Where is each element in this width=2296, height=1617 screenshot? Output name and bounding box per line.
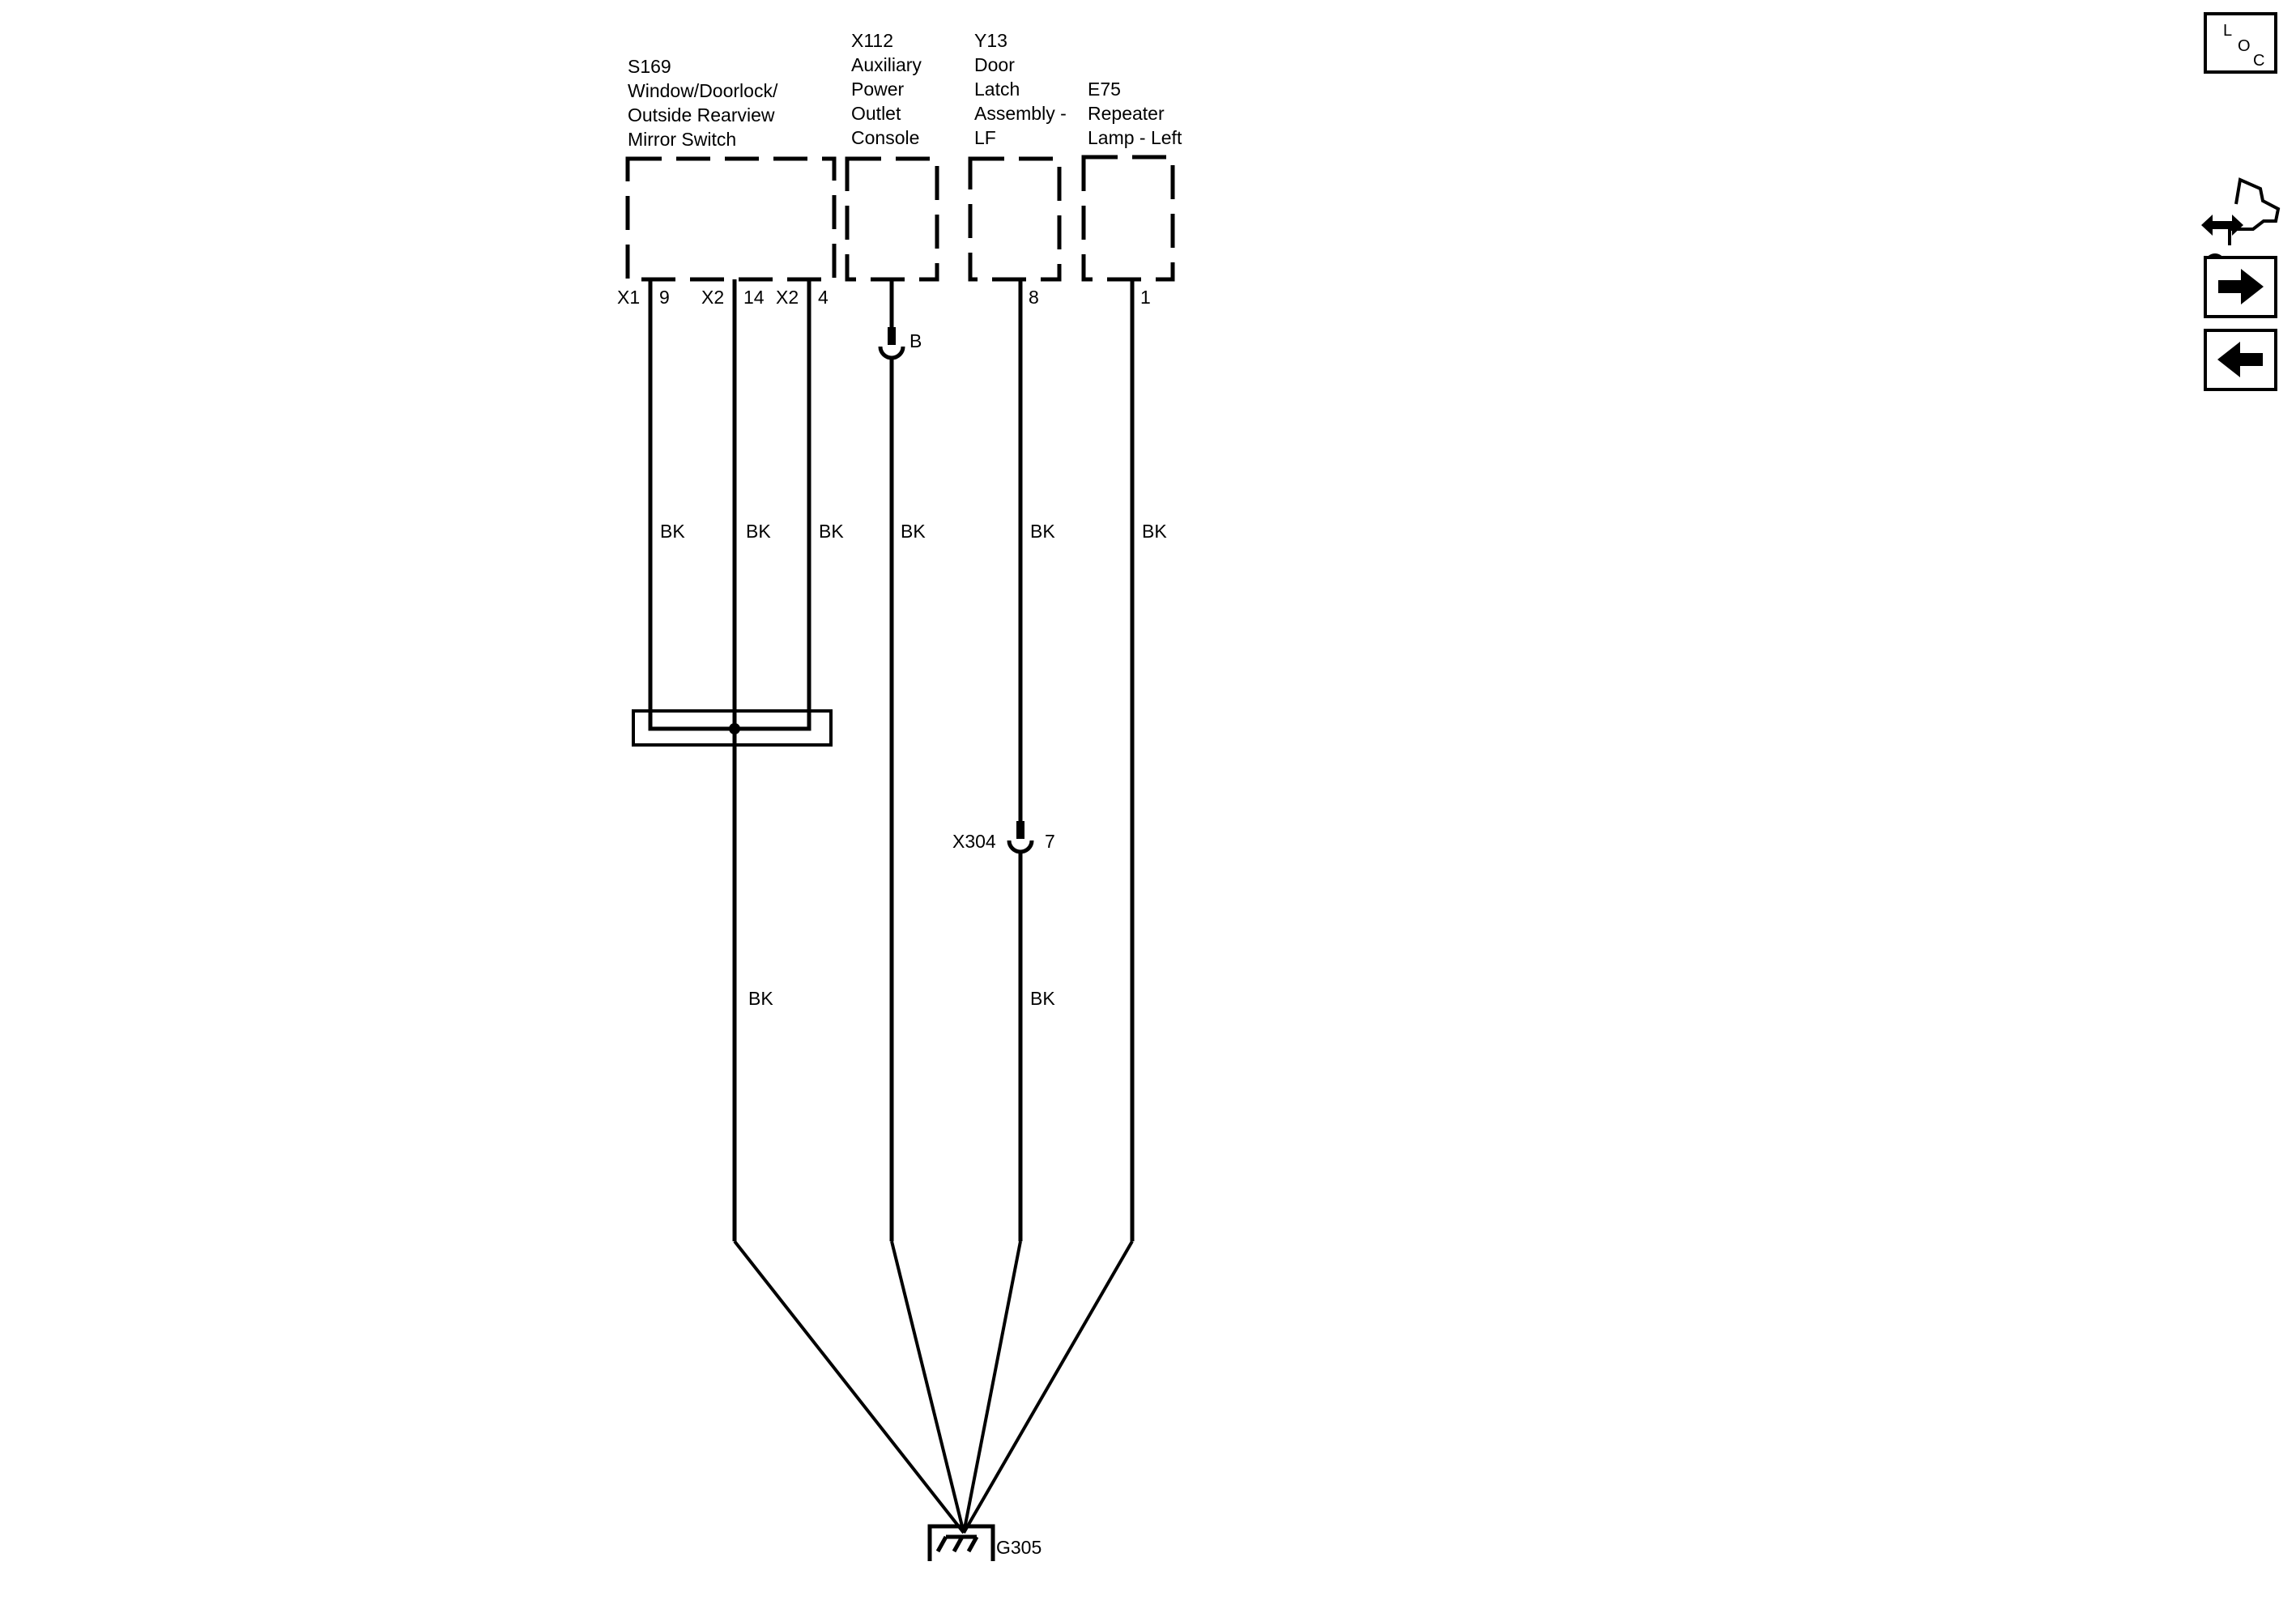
wire-converge-2 [890,1240,965,1534]
e75-pin-1: 1 [1140,287,1151,308]
x112-desc-2: Power [851,79,905,100]
location-view-button[interactable]: L O C [2204,12,2277,74]
x112-desc-3: Outlet [851,103,901,124]
y13-desc-1: Door [974,54,1015,75]
arrow-left-icon [2217,342,2263,377]
y13-id: Y13 [974,30,1007,51]
wire-converge-3 [962,1240,1022,1534]
connector-b-symbol [878,346,905,360]
wire-color-label: BK [1030,521,1055,542]
wire-color-label: BK [1030,988,1055,1009]
e75-desc-1: Repeater [1088,103,1165,124]
wire-color-label: BK [1142,521,1167,542]
e75-desc-2: Lamp - Left [1088,127,1182,148]
s169-desc-2: Outside Rearview [628,104,775,126]
ground-hatch-3 [966,1535,979,1553]
x112-component-box [845,156,939,282]
loc-letter-l: L [2223,22,2233,40]
s169-pin-4: 4 [818,287,829,308]
s169-desc-3: Mirror Switch [628,129,737,150]
y13-component-label: Y13 Door Latch Assembly - LF [974,28,1067,150]
ground-hatch-2 [952,1535,965,1553]
s169-connector-x1: X1 [617,287,641,308]
s169-connector-x2-a: X2 [701,287,725,308]
y13-desc-4: LF [974,127,996,148]
ground-g305-label: G305 [996,1537,1042,1558]
wire-color-label: BK [746,521,771,542]
connector-x304-label: X304 [952,831,996,852]
connector-b-label: B [909,330,922,351]
y13-desc-3: Assembly - [974,103,1067,124]
connector-x304-pin-label: 7 [1045,831,1055,852]
x112-desc-1: Auxiliary [851,54,922,75]
x112-desc-4: Console [851,127,920,148]
s169-id: S169 [628,56,671,77]
connector-x304-pin [1016,821,1024,839]
y13-component-box [968,156,1062,282]
e75-component-label: E75 Repeater Lamp - Left [1088,77,1182,150]
connector-b-pin [888,327,896,345]
loc-letter-c: C [2253,52,2265,70]
splice-junction-dot [729,723,740,734]
ground-symbol-frame [927,1524,995,1561]
wire-color-label: BK [819,521,844,542]
wire-converge-4 [962,1240,1134,1534]
e75-id: E75 [1088,79,1121,100]
s169-component-box [625,156,837,282]
s169-desc-1: Window/Doorlock/ [628,80,778,101]
s169-pin-14: 14 [743,287,765,308]
next-page-button[interactable] [2204,256,2277,318]
wire-color-label: BK [660,521,685,542]
y13-desc-2: Latch [974,79,1020,100]
s169-pin-9: 9 [659,287,670,308]
x112-id: X112 [851,30,894,51]
x112-component-label: X112 Auxiliary Power Outlet Console [851,28,922,150]
wire-s169-pin9 [648,279,811,731]
loc-letter-o: O [2238,37,2251,55]
splice-pack [632,709,833,747]
s169-connector-x2-b: X2 [776,287,799,308]
s169-component-label: S169 Window/Doorlock/ Outside Rearview M… [628,54,777,151]
y13-pin-8: 8 [1029,287,1039,308]
e75-component-box [1081,155,1175,282]
connector-x304-symbol [1007,840,1034,854]
wire-color-label: BK [748,988,773,1009]
ground-hatch-1 [935,1535,948,1553]
previous-page-button[interactable] [2204,329,2277,391]
arrow-right-icon [2218,269,2264,304]
wire-converge-1 [733,1240,965,1534]
wire-color-label: BK [901,521,926,542]
